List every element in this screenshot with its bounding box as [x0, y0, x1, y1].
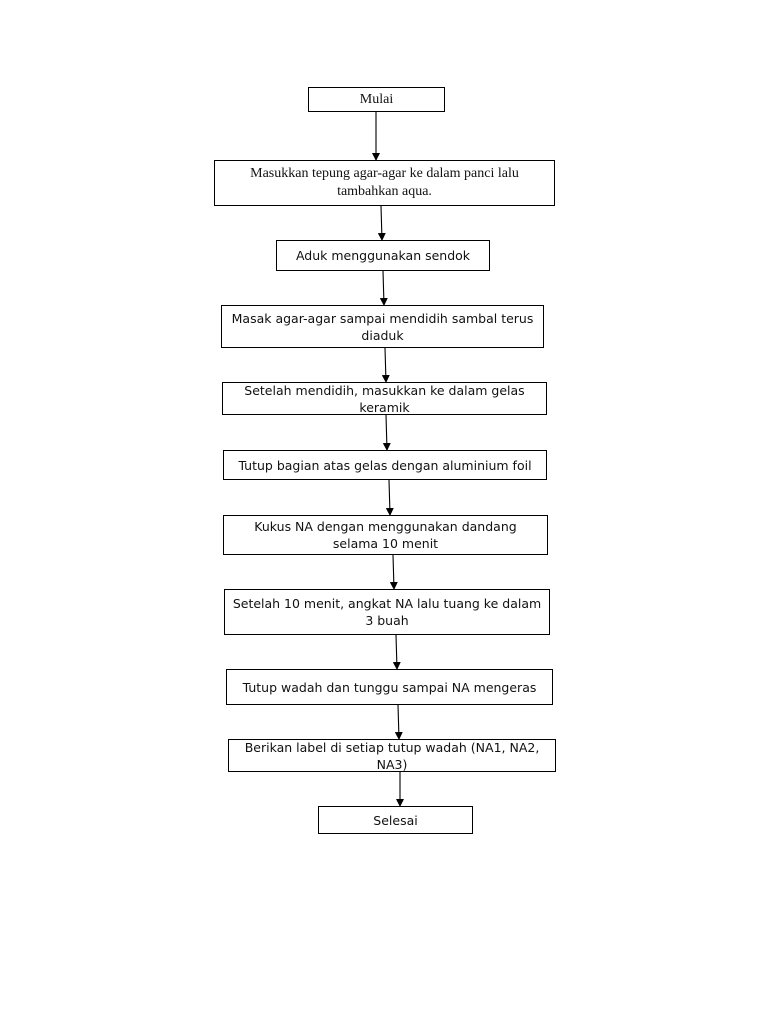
- node-step-2-label: Aduk menggunakan sendok: [295, 248, 471, 263]
- arrow-step-2-to-step-3: [379, 270, 388, 306]
- arrow-step-8-to-step-9: [394, 704, 403, 740]
- node-step-8-label: Tutup wadah dan tunggu sampai NA mengera…: [242, 679, 537, 695]
- node-step-5-label: Tutup bagian atas gelas dengan aluminium…: [238, 457, 532, 473]
- node-step-1: Masukkan tepung agar-agar ke dalam panci…: [214, 160, 555, 206]
- arrow-step-4-to-step-5: [382, 414, 391, 451]
- node-step-8: Tutup wadah dan tunggu sampai NA mengera…: [226, 669, 553, 705]
- node-step-7: Setelah 10 menit, angkat NA lalu tuang k…: [224, 589, 550, 635]
- arrow-step-1-to-step-2: [377, 205, 386, 241]
- node-step-9-label: Berikan label di setiap tutup wadah (NA1…: [244, 739, 540, 772]
- node-step-1-label: Masukkan tepung agar-agar ke dalam panci…: [250, 166, 519, 199]
- arrow-step-6-to-step-7: [389, 554, 398, 590]
- node-start-label: Mulai: [359, 91, 394, 107]
- node-step-6-label: Kukus NA dengan menggunakan dandang sela…: [254, 519, 517, 551]
- node-end-label: Selesai: [373, 812, 418, 828]
- arrow-step-7-to-step-8: [392, 634, 401, 670]
- node-step-7-label: Setelah 10 menit, angkat NA lalu tuang k…: [232, 596, 542, 628]
- node-step-9: Berikan label di setiap tutup wadah (NA1…: [228, 739, 556, 772]
- node-step-2: Aduk menggunakan sendok: [276, 240, 490, 271]
- node-start: Mulai: [308, 87, 445, 112]
- node-step-4-label: Setelah mendidih, masukkan ke dalam gela…: [244, 382, 525, 415]
- node-end: Selesai: [318, 806, 473, 834]
- arrow-step-5-to-step-6: [385, 479, 394, 516]
- node-step-5: Tutup bagian atas gelas dengan aluminium…: [223, 450, 547, 480]
- node-step-6: Kukus NA dengan menggunakan dandang sela…: [223, 515, 548, 555]
- arrow-step-3-to-step-4: [381, 347, 390, 383]
- node-step-3-label: Masak agar-agar sampai mendidih sambal t…: [231, 310, 534, 343]
